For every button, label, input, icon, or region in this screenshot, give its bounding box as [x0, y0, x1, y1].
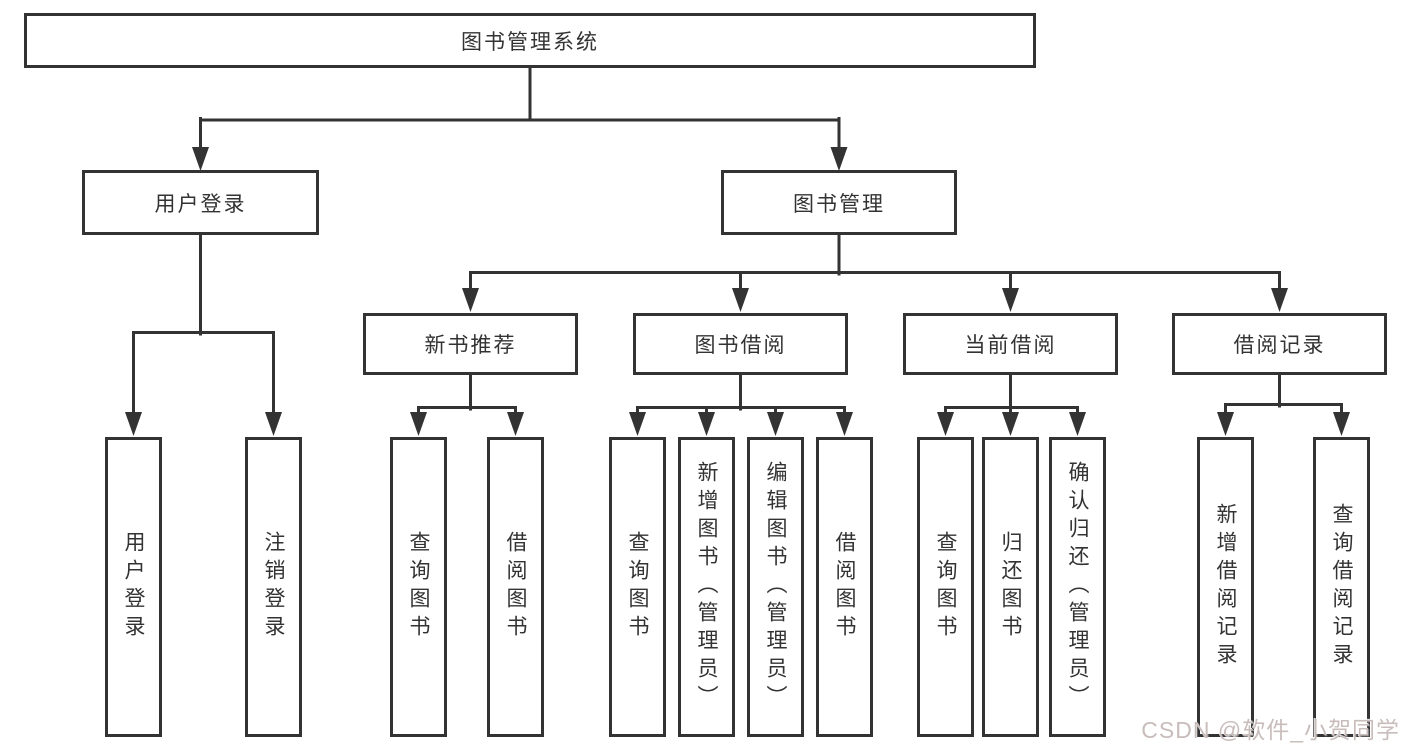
leaf-query-borrow-record-label: 查询借阅记录: [1330, 503, 1353, 671]
leaf-borrow-books-recommend: 借阅图书: [487, 437, 544, 737]
leaf-add-book-admin-label: 新增图书（管理员）: [695, 461, 718, 713]
node-book-borrowing-label: 图书借阅: [694, 334, 787, 357]
leaf-borrow-books-borrowing-label: 借阅图书: [833, 531, 856, 643]
leaf-edit-book-admin-label: 编辑图书（管理员）: [764, 461, 787, 713]
leaf-add-borrow-record: 新增借阅记录: [1197, 437, 1254, 737]
leaf-user-login-label: 用户登录: [122, 531, 145, 643]
node-root-system: 图书管理系统: [24, 13, 1036, 68]
leaf-query-books-current-label: 查询图书: [934, 531, 957, 643]
node-book-management-label: 图书管理: [793, 192, 885, 216]
leaf-borrow-books-borrowing: 借阅图书: [816, 437, 873, 737]
node-book-borrowing: 图书借阅: [633, 313, 848, 375]
leaf-query-books-current: 查询图书: [917, 437, 974, 737]
leaf-logout-label: 注销登录: [262, 531, 285, 643]
leaf-query-books-recommend: 查询图书: [390, 437, 447, 737]
node-current-borrowing: 当前借阅: [903, 313, 1118, 375]
leaf-logout: 注销登录: [245, 437, 302, 737]
node-current-borrowing-label: 当前借阅: [964, 334, 1057, 357]
leaf-user-login: 用户登录: [105, 437, 162, 737]
leaf-edit-book-admin: 编辑图书（管理员）: [747, 437, 804, 737]
csdn-watermark: CSDN @软件_小贺同学: [1141, 717, 1400, 743]
leaf-add-book-admin: 新增图书（管理员）: [678, 437, 735, 737]
node-new-book-recommend: 新书推荐: [363, 313, 578, 375]
leaf-borrow-books-recommend-label: 借阅图书: [504, 531, 527, 643]
leaf-confirm-return-admin: 确认归还（管理员）: [1049, 437, 1106, 737]
leaf-add-borrow-record-label: 新增借阅记录: [1214, 503, 1237, 671]
node-book-management: 图书管理: [721, 170, 957, 235]
leaf-query-books-recommend-label: 查询图书: [407, 531, 430, 643]
node-borrowing-records-label: 借阅记录: [1233, 334, 1326, 357]
node-borrowing-records: 借阅记录: [1172, 313, 1387, 375]
leaf-query-borrow-record: 查询借阅记录: [1313, 437, 1370, 737]
node-user-login: 用户登录: [82, 170, 319, 235]
node-root-system-label: 图书管理系统: [461, 30, 599, 54]
node-user-login-label: 用户登录: [154, 192, 247, 216]
node-new-book-recommend-label: 新书推荐: [424, 334, 517, 357]
leaf-query-books-borrowing: 查询图书: [609, 437, 666, 737]
leaf-confirm-return-admin-label: 确认归还（管理员）: [1066, 461, 1089, 713]
leaf-return-books: 归还图书: [982, 437, 1039, 737]
leaf-query-books-borrowing-label: 查询图书: [626, 531, 649, 643]
leaf-return-books-label: 归还图书: [999, 531, 1022, 643]
